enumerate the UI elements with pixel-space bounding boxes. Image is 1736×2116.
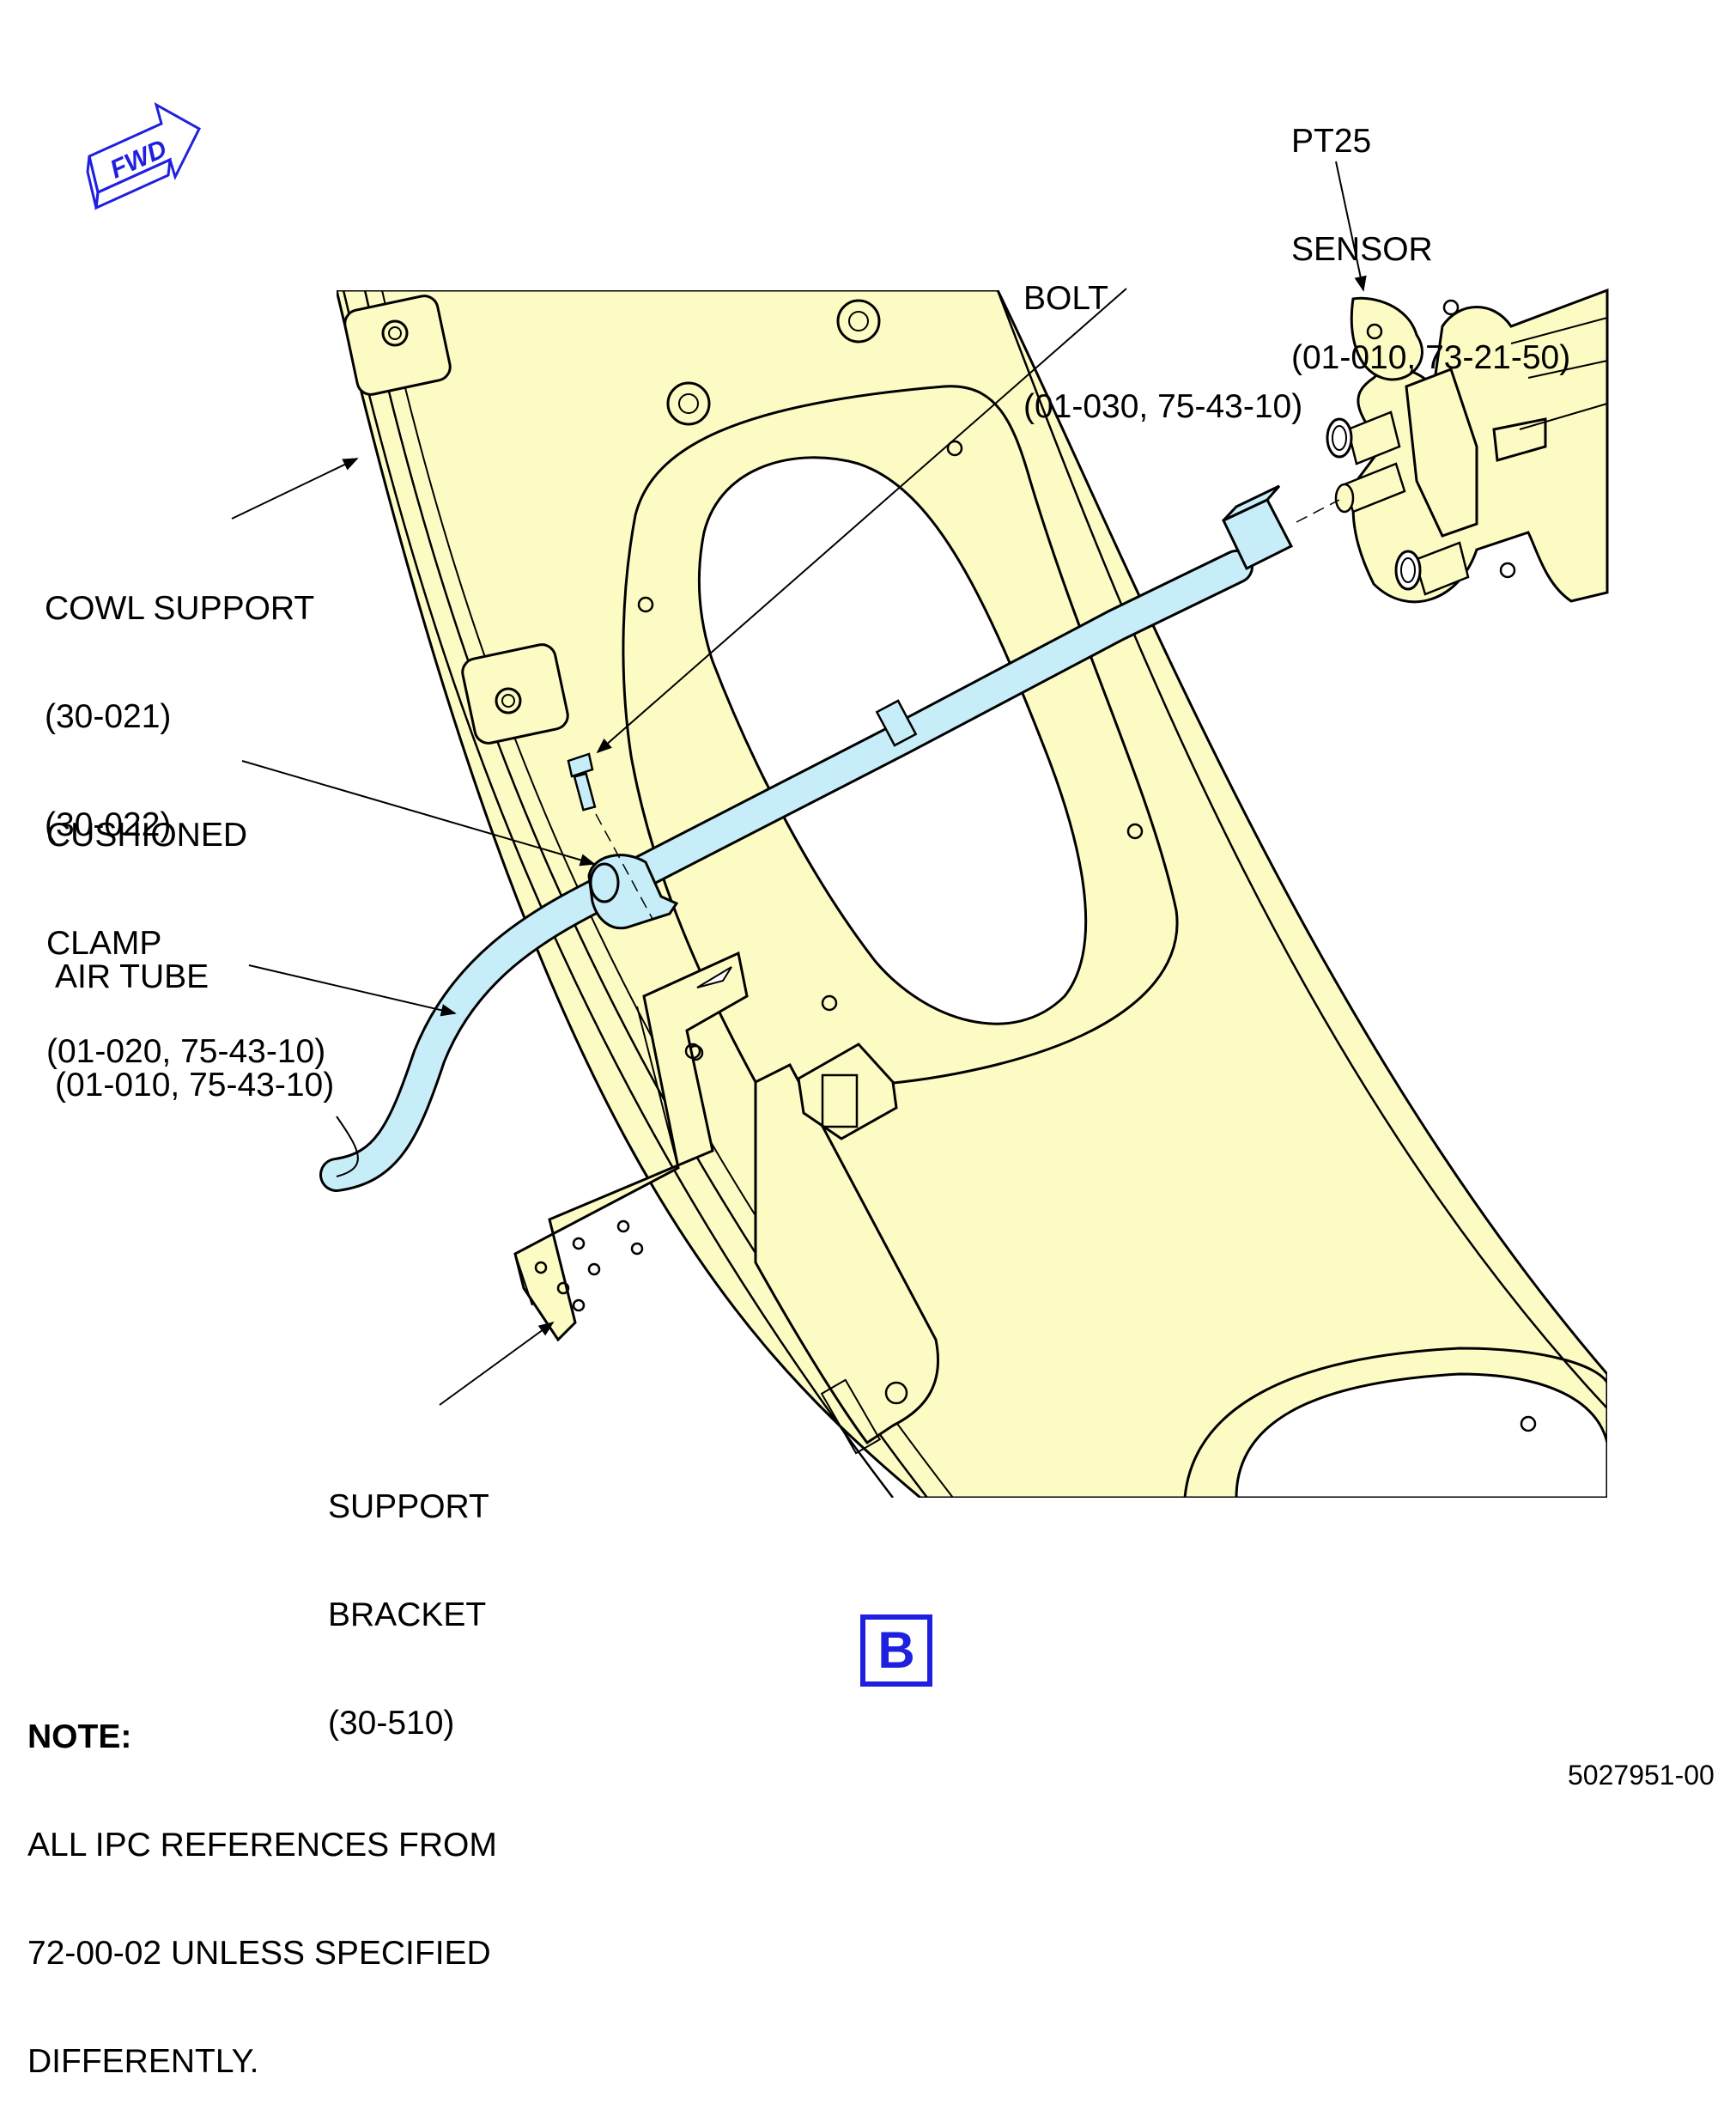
label-bolt: BOLT (01-030, 75-43-10) — [1023, 209, 1302, 461]
view-letter-box: B — [860, 1614, 932, 1687]
figure-number: 5027951-00 — [1568, 1760, 1715, 1791]
label-cowl-line1: COWL SUPPORT — [45, 590, 315, 627]
label-cowl-line3: (30-022) — [45, 806, 172, 843]
label-bolt-line2: (01-030, 75-43-10) — [1023, 388, 1303, 425]
sensor-connector-upper — [1326, 410, 1401, 465]
note-title: NOTE: — [27, 1718, 132, 1755]
leader-cushioned-clamp — [241, 760, 596, 866]
cushioned-clamp-part — [587, 854, 679, 930]
note-line-3: DIFFERENTLY. — [27, 2043, 259, 2080]
pt25-sensor-part — [1296, 288, 1609, 604]
label-support-bracket: SUPPORT BRACKET (30-510) — [328, 1417, 489, 1778]
label-cushioned-clamp: CUSHIONED CLAMP (01-020, 75-43-10) — [46, 745, 325, 1106]
tube-nut — [1221, 484, 1294, 571]
label-bracket-line3: (30-510) — [328, 1705, 455, 1742]
label-bracket-line1: SUPPORT — [328, 1488, 489, 1525]
label-pt25-sensor: PT25 SENSOR (01-010, 73-21-50) — [1291, 52, 1570, 412]
support-bracket-part — [513, 951, 898, 1342]
bracket-mount-block — [797, 1043, 898, 1140]
label-bracket-line2: BRACKET — [328, 1596, 487, 1633]
label-clamp-line1: CUSHIONED — [46, 817, 248, 854]
note-block: NOTE: ALL IPC REFERENCES FROM 72-00-02 U… — [27, 1647, 497, 2116]
note-line-2: 72-00-02 UNLESS SPECIFIED — [27, 1935, 491, 1972]
leader-air-tube — [248, 964, 457, 1017]
label-clamp-line2: CLAMP — [46, 925, 162, 962]
label-bolt-line1: BOLT — [1023, 280, 1108, 317]
label-pt25-line2: SENSOR — [1291, 231, 1433, 268]
label-pt25-line3: (01-010, 73-21-50) — [1291, 339, 1571, 376]
fwd-arrow-icon: FWD — [86, 101, 201, 210]
label-clamp-line3: (01-020, 75-43-10) — [46, 1033, 326, 1070]
leader-support-bracket — [439, 1321, 555, 1406]
air-tube-part — [319, 484, 1294, 1192]
leader-pt25-sensor — [1335, 161, 1367, 292]
label-airtube-line2: (01-010, 75-43-10) — [55, 1067, 335, 1104]
bolt-part — [567, 752, 653, 920]
leader-bolt — [596, 288, 1127, 754]
label-airtube-line1: AIR TUBE — [55, 958, 209, 995]
label-cowl-line2: (30-021) — [45, 698, 172, 735]
illustration: FWD — [86, 101, 1609, 1498]
label-pt25-line1: PT25 — [1291, 123, 1372, 160]
label-air-tube: AIR TUBE (01-010, 75-43-10) — [55, 887, 334, 1140]
label-cowl-support: COWL SUPPORT (30-021) (30-022) — [45, 519, 314, 879]
note-line-1: ALL IPC REFERENCES FROM — [27, 1827, 497, 1864]
leader-lines — [231, 161, 1367, 1406]
sensor-connector-lower — [1394, 541, 1470, 596]
sensor-air-port — [1334, 462, 1406, 514]
leader-cowl-support — [231, 458, 359, 520]
